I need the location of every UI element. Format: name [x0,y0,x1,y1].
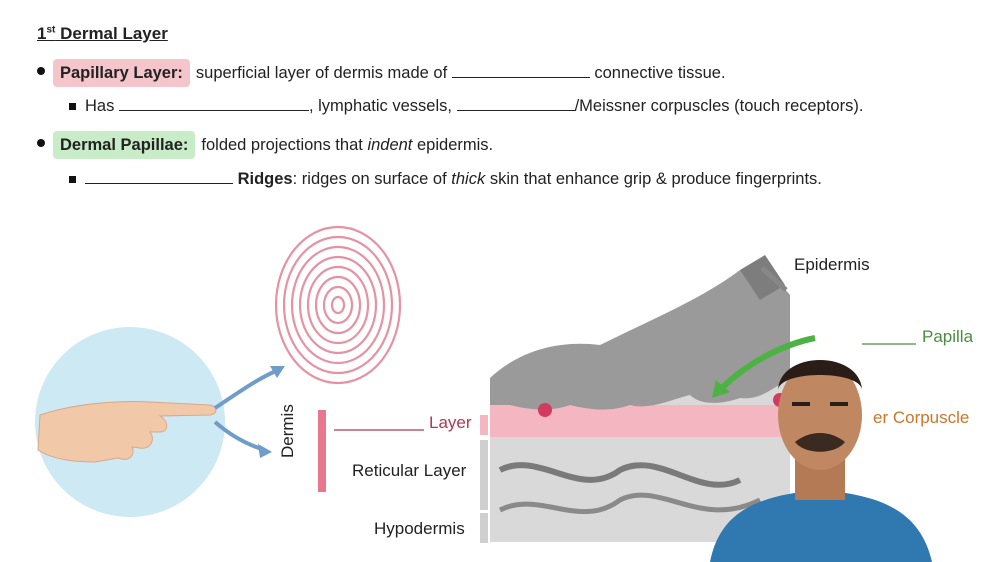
epidermis-label: Epidermis [794,255,870,274]
heading-superscript: st [46,24,56,36]
blank-4 [85,168,233,184]
blank-1 [451,62,590,78]
green-arrow [719,335,816,391]
arrow-up-head [270,366,285,378]
papillary-term: Papillary Layer: [53,59,190,87]
fingerprint-icon [274,225,402,385]
square-bullet-icon [69,176,76,183]
has-mid: , lymphatic vessels, [308,97,452,115]
section-heading: 1st Dermal Layer [37,24,168,44]
blank-2 [118,95,309,111]
bullet-icon [37,67,45,75]
arrow-up [213,368,279,410]
layer-bracket [480,415,488,435]
ridges-term: Ridges [237,170,293,188]
heading-text: Dermal Layer [55,24,168,43]
has-after: /Meissner corpuscles (touch receptors). [574,97,864,115]
arrow-down-head [258,444,272,458]
epidermis-tick [760,266,788,292]
hypodermis-label: Hypodermis [374,519,465,538]
has-prefix: Has [85,97,115,115]
papillae-line: Dermal Papillae:folded projections that … [53,131,493,159]
has-line: Has , lymphatic vessels, /Meissner corpu… [85,95,863,117]
papillae-after: epidermis. [417,136,494,154]
square-bullet-icon [69,103,76,110]
green-arrow-head [712,380,730,398]
presenter-image [710,360,932,562]
dermis-bracket [318,410,326,492]
papillae-term: Dermal Papillae: [53,131,196,159]
papillary-line: Papillary Layer: superficial layer of der… [53,59,726,87]
papillary-after: connective tissue. [594,64,726,82]
papillae-italic: indent [367,136,413,154]
ridges-italic: thick [451,170,486,188]
corpuscle-label: er Corpuscle [873,408,970,427]
papillary-desc: superficial layer of dermis made of [195,64,448,82]
heading-number: 1 [37,24,47,43]
ridges-line: Ridges: ridges on surface of thick skin … [85,168,822,190]
layer-label: Layer [429,413,472,432]
pointing-hand-icon [37,401,217,463]
reticular-label: Reticular Layer [352,461,467,480]
hypodermis-bracket [480,513,488,543]
ridges-after: skin that enhance grip & produce fingerp… [489,170,822,188]
ridges-desc: : ridges on surface of [292,170,447,188]
papillae-desc: folded projections that [201,136,363,154]
blank-3 [456,95,575,111]
reticular-bracket [480,440,488,510]
bullet-icon [37,139,45,147]
dermis-label: Dermis [278,404,297,458]
papilla-label: Papilla [922,327,974,346]
